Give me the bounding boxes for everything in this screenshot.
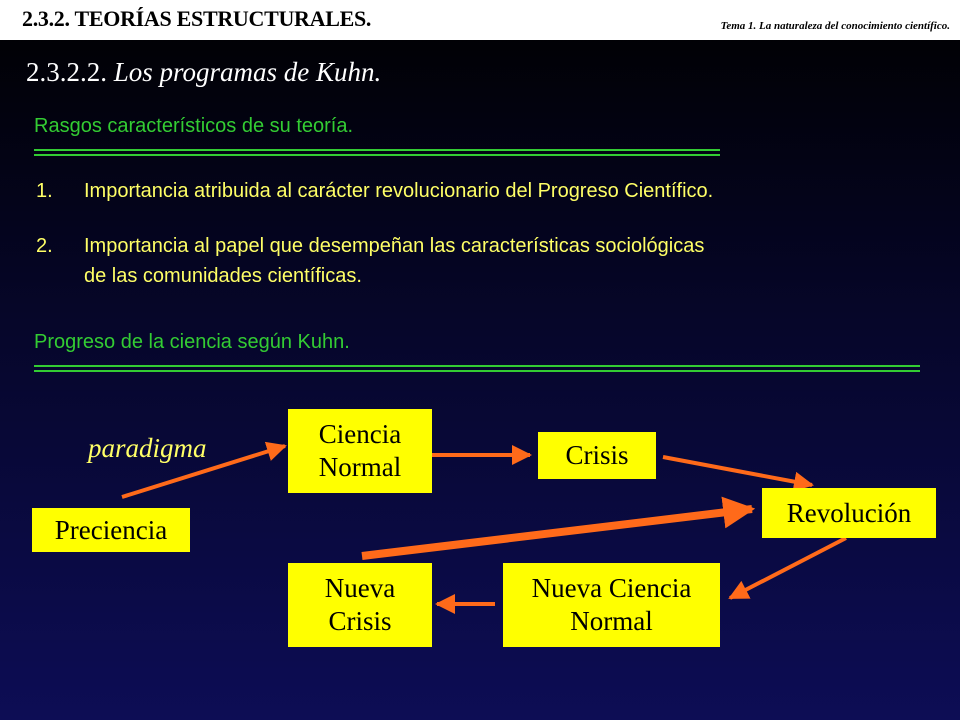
arrow-revolucion-to-nueva-ciencia-normal (728, 536, 847, 600)
features-heading: Rasgos característicos de su teoría. (34, 115, 354, 137)
arrow-preciencia-to-ciencia-normal (121, 441, 287, 499)
node-preciencia-label: Preciencia (54, 514, 168, 545)
node-nueva-ciencia-normal: Nueva Ciencia Normal (503, 563, 720, 647)
feature-item-2: 2. Importancia al papel que desempeñan l… (36, 232, 936, 292)
progress-heading: Progreso de la ciencia según Kuhn. (34, 331, 350, 353)
node-nueva-ciencia-normal-line1: Nueva Ciencia (531, 573, 692, 603)
feature-item-1: 1. Importancia atribuida al carácter rev… (36, 177, 936, 207)
node-nueva-crisis: Nueva Crisis (288, 563, 432, 647)
node-nueva-crisis-line2: Crisis (328, 606, 392, 636)
header-subtitle: Tema 1. La naturaleza del conocimiento c… (720, 20, 950, 32)
section-number: 2.3.2.2. (26, 57, 107, 87)
node-preciencia: Preciencia (32, 508, 190, 552)
feature-item-text: Importancia atribuida al carácter revolu… (84, 180, 714, 202)
header-bar: 2.3.2. TEORÍAS ESTRUCTURALES. Tema 1. La… (0, 0, 960, 40)
node-nueva-ciencia-normal-line2: Normal (570, 606, 653, 636)
node-crisis: Crisis (538, 432, 656, 479)
node-revolucion-label: Revolución (786, 497, 912, 528)
features-rule (34, 149, 720, 156)
arrow-nueva-crisis-to-revolucion (361, 496, 756, 560)
feature-item-text-line2: de las comunidades científicas. (84, 265, 362, 287)
section-title-text: Los programas de Kuhn. (113, 57, 382, 87)
node-ciencia-normal-line2: Normal (318, 452, 402, 482)
arrow-crisis-to-revolucion (662, 455, 814, 492)
node-nueva-crisis-line1: Nueva (324, 573, 396, 603)
feature-item-text: Importancia al papel que desempeñan las … (84, 235, 705, 257)
progress-rule (34, 365, 920, 372)
node-revolucion: Revolución (762, 488, 936, 538)
feature-item-number: 1. (36, 180, 53, 202)
feature-item-number: 2. (36, 235, 53, 257)
header-title: 2.3.2. TEORÍAS ESTRUCTURALES. (22, 6, 372, 31)
section-title: 2.3.2.2. Los programas de Kuhn. (26, 57, 381, 88)
node-crisis-label: Crisis (565, 440, 629, 470)
node-ciencia-normal: Ciencia Normal (288, 409, 432, 493)
edge-label-paradigma: paradigma (88, 433, 207, 463)
node-ciencia-normal-line1: Ciencia (318, 419, 402, 449)
